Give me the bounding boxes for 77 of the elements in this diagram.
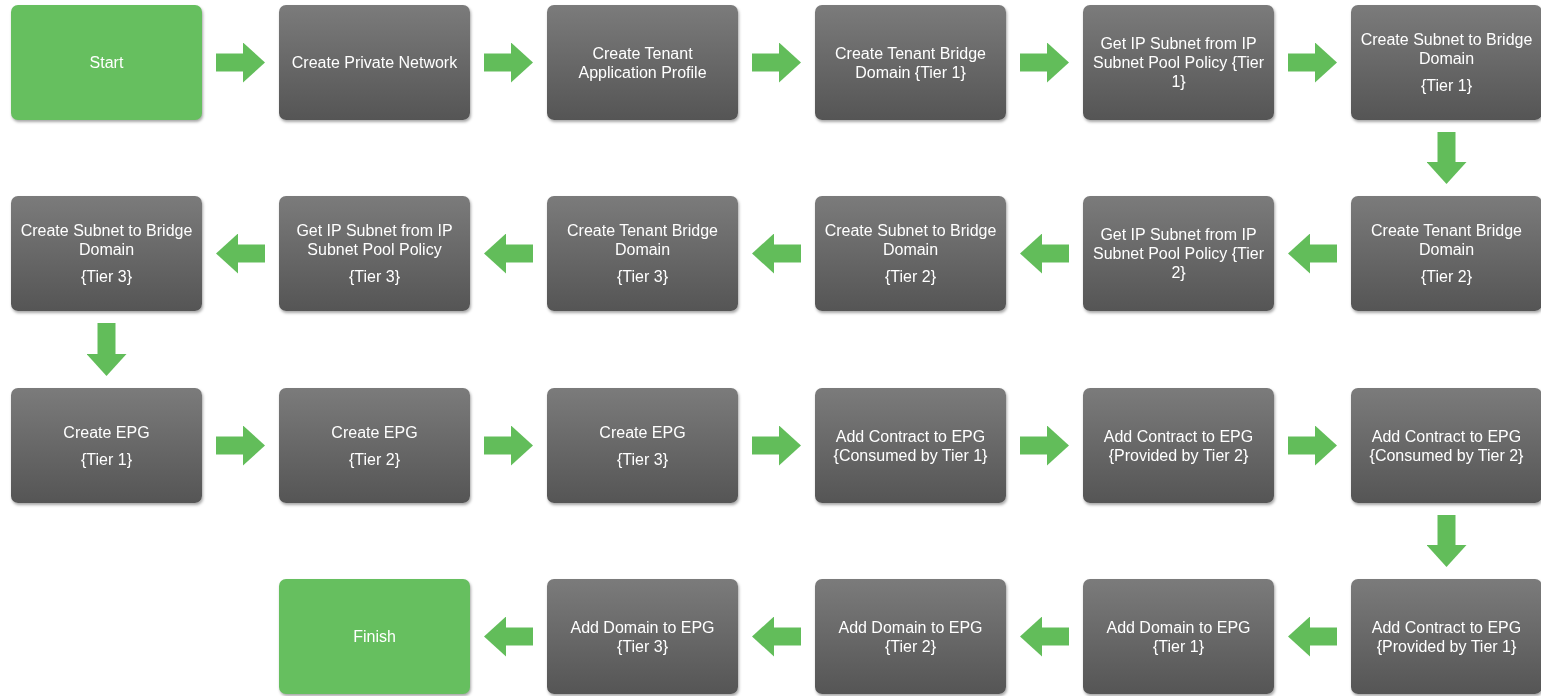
process-box — [815, 196, 1006, 311]
step-label: Get IP Subnet from IP Subnet Pool Policy {Tier 2} — [1091, 225, 1266, 282]
step-label: Create Subnet to Bridge Domain — [19, 221, 194, 259]
arrow — [752, 425, 801, 466]
step-label: Finish — [353, 627, 396, 646]
tier-label: {Tier 2} — [1421, 267, 1472, 286]
step-label: Start — [89, 53, 124, 72]
process-box — [279, 196, 470, 311]
arrow — [484, 233, 533, 274]
arrow — [1426, 515, 1467, 567]
process-box — [1083, 196, 1274, 311]
process-box — [1083, 579, 1274, 694]
step-label: Create Tenant Bridge Domain — [1370, 221, 1523, 259]
process-box — [11, 388, 202, 503]
arrow — [1020, 42, 1069, 83]
arrow — [86, 323, 127, 376]
step-label: Add Domain to EPG {Tier 1} — [1105, 617, 1252, 656]
process-box — [547, 388, 738, 503]
arrow — [484, 425, 533, 466]
process-box — [1351, 5, 1541, 120]
tier-label: {Tier 3} — [617, 449, 668, 469]
process-box — [815, 579, 1006, 694]
tier-label: {Tier 3} — [617, 267, 668, 286]
arrow — [752, 233, 801, 274]
terminal-box — [279, 579, 470, 694]
tier-label: {Tier 1} — [81, 449, 132, 469]
step-label: Create EPG — [63, 422, 150, 442]
arrow — [1020, 233, 1069, 274]
process-box — [1083, 5, 1274, 120]
step-label: Add Contract to EPG {Provided by Tier 1} — [1370, 617, 1523, 656]
tier-label: {Tier 3} — [81, 267, 132, 286]
arrow — [1288, 42, 1337, 83]
step-label: Create EPG — [599, 422, 686, 442]
arrow — [752, 42, 801, 83]
arrow — [216, 42, 265, 83]
process-box — [1351, 196, 1541, 311]
tier-label: {Tier 3} — [349, 267, 400, 286]
process-box — [547, 196, 738, 311]
step-label: Create Private Network — [291, 53, 458, 72]
step-label: Create Tenant Bridge Domain — [566, 221, 719, 259]
step-label: Add Contract to EPG {Consumed by Tier 2} — [1368, 426, 1525, 465]
arrow — [1426, 132, 1467, 184]
step-label: Create Tenant Application Profile — [577, 43, 708, 82]
step-label: Add Contract to EPG {Consumed by Tier 1} — [832, 426, 989, 465]
step-label: Get IP Subnet from IP Subnet Pool Policy {Tier 1} — [1091, 34, 1266, 91]
process-box — [1083, 388, 1274, 503]
tier-label: {Tier 2} — [885, 267, 936, 286]
process-box — [1351, 388, 1541, 503]
arrow — [484, 42, 533, 83]
process-box — [11, 196, 202, 311]
process-box — [279, 388, 470, 503]
arrow — [1288, 425, 1337, 466]
step-label: Create Subnet to Bridge Domain — [823, 221, 998, 259]
process-box — [815, 388, 1006, 503]
step-label: Add Domain to EPG {Tier 2} — [837, 617, 984, 656]
tier-label: {Tier 2} — [349, 449, 400, 469]
arrow — [484, 616, 533, 657]
tier-label: {Tier 1} — [1421, 76, 1472, 95]
process-box — [547, 579, 738, 694]
process-box — [815, 5, 1006, 120]
arrow — [216, 233, 265, 274]
arrow — [752, 616, 801, 657]
arrow — [1020, 616, 1069, 657]
step-label: Get IP Subnet from IP Subnet Pool Policy — [295, 221, 454, 259]
step-label: Create EPG — [331, 422, 418, 442]
process-box — [547, 5, 738, 120]
arrow — [1288, 233, 1337, 274]
arrow — [1020, 425, 1069, 466]
step-label: Create Subnet to Bridge Domain — [1359, 30, 1534, 68]
process-box — [1351, 579, 1541, 694]
arrow — [216, 425, 265, 466]
arrow — [1288, 616, 1337, 657]
step-label: Create Tenant Bridge Domain {Tier 1} — [834, 43, 987, 82]
terminal-box — [11, 5, 202, 120]
step-label: Add Contract to EPG {Provided by Tier 2} — [1102, 426, 1255, 465]
step-label: Add Domain to EPG {Tier 3} — [569, 617, 716, 656]
process-box — [279, 5, 470, 120]
